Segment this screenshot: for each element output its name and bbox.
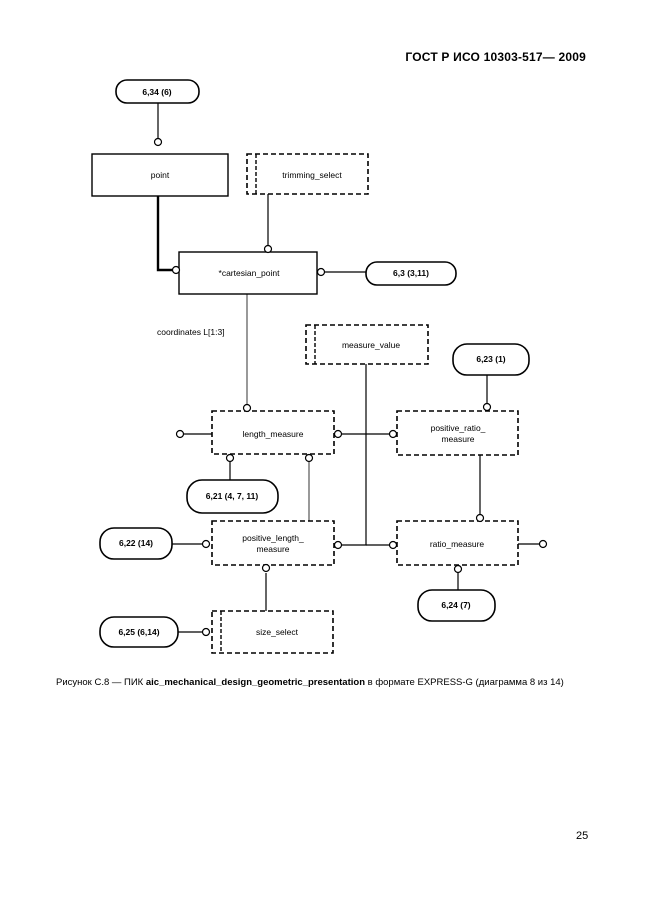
ref-box-624 (417, 589, 496, 622)
type-label-positive-length-2: measure (256, 544, 289, 554)
circle-coordinates (242, 403, 252, 413)
caption-schema: aic_mechanical_design_geometric_presenta… (145, 677, 365, 688)
type-box-trimming-select (246, 153, 369, 195)
type-box-positive-length-measure (211, 520, 335, 566)
circle-ratio-right (538, 539, 548, 549)
type-label-measure-value: measure_value (342, 340, 400, 350)
circle-ref-623-positive-ratio (482, 402, 492, 412)
type-label-ratio-measure: ratio_measure (430, 539, 485, 549)
circle-length-right (333, 429, 343, 439)
entity-label-cartesian-point: *cartesian_point (219, 268, 281, 278)
caption-suffix: в формате EXPRESS-G (диаграмма 8 из 14) (367, 677, 564, 688)
caption-prefix: Рисунок С.8 — ПИК (56, 677, 144, 688)
type-box-positive-ratio-measure (396, 410, 519, 456)
type-label-positive-ratio-1: positive_ratio_ (431, 423, 486, 433)
entity-box-point (91, 153, 229, 197)
circle-cartesian-ref-cp (316, 267, 326, 277)
page-number: 25 (576, 830, 589, 842)
ref-box-top (115, 79, 200, 104)
circle-ratio-top (475, 513, 485, 523)
circle-positive-length-size (261, 563, 271, 573)
circle-ratio-ref-624 (453, 564, 463, 574)
type-box-ratio-measure (396, 520, 519, 566)
type-label-size-select: size_select (256, 627, 299, 637)
circle-length-left (175, 429, 185, 439)
ref-label-621: 6,21 (4, 7, 11) (206, 491, 259, 501)
ref-label-cp: 6,3 (3,11) (393, 268, 429, 278)
edge-measure-value (342, 364, 367, 546)
circle-point-cartesian (171, 265, 181, 275)
ref-label-625: 6,25 (6,14) (118, 627, 159, 637)
attribute-label-coordinates: coordinates L[1:3] (157, 327, 225, 337)
ref-label-top: 6,34 (6) (142, 87, 171, 97)
ref-box-625 (99, 616, 179, 648)
ref-label-624: 6,24 (7) (441, 600, 470, 610)
type-box-size-select (211, 610, 334, 654)
ref-box-cp (365, 261, 457, 286)
type-label-trimming-select: trimming_select (282, 170, 342, 180)
circle-ref-622 (201, 539, 211, 549)
type-label-length-measure: length_measure (243, 429, 304, 439)
circle-ref-top-point (153, 137, 163, 147)
type-box-measure-value (305, 324, 429, 365)
type-label-positive-ratio-2: measure (441, 434, 474, 444)
circle-positive-ratio-left (388, 429, 398, 439)
circle-ref-625-size (201, 627, 211, 637)
figure-caption: Рисунок С.8 — ПИК aic_mechanical_design_… (56, 677, 616, 688)
entity-label-point: point (151, 170, 170, 180)
type-label-positive-length-1: positive_length_ (242, 533, 304, 543)
entity-box-cartesian-point (178, 251, 318, 295)
circle-length-ref-621 (225, 453, 235, 463)
standard-code: ГОСТ Р ИСО 10303-517— 2009 (405, 50, 586, 64)
ref-label-622: 6,22 (14) (119, 538, 153, 548)
ref-box-621 (186, 479, 279, 514)
circle-ratio-left (388, 540, 398, 550)
circle-length-positive-length (304, 453, 314, 463)
circle-positive-length-right (333, 540, 343, 550)
type-box-length-measure (211, 410, 335, 455)
ref-label-623: 6,23 (1) (476, 354, 505, 364)
circle-trimming-cartesian (263, 244, 273, 254)
edge-point-cartesian-point (156, 196, 173, 272)
ref-box-622 (99, 527, 173, 560)
ref-box-623 (452, 343, 530, 376)
